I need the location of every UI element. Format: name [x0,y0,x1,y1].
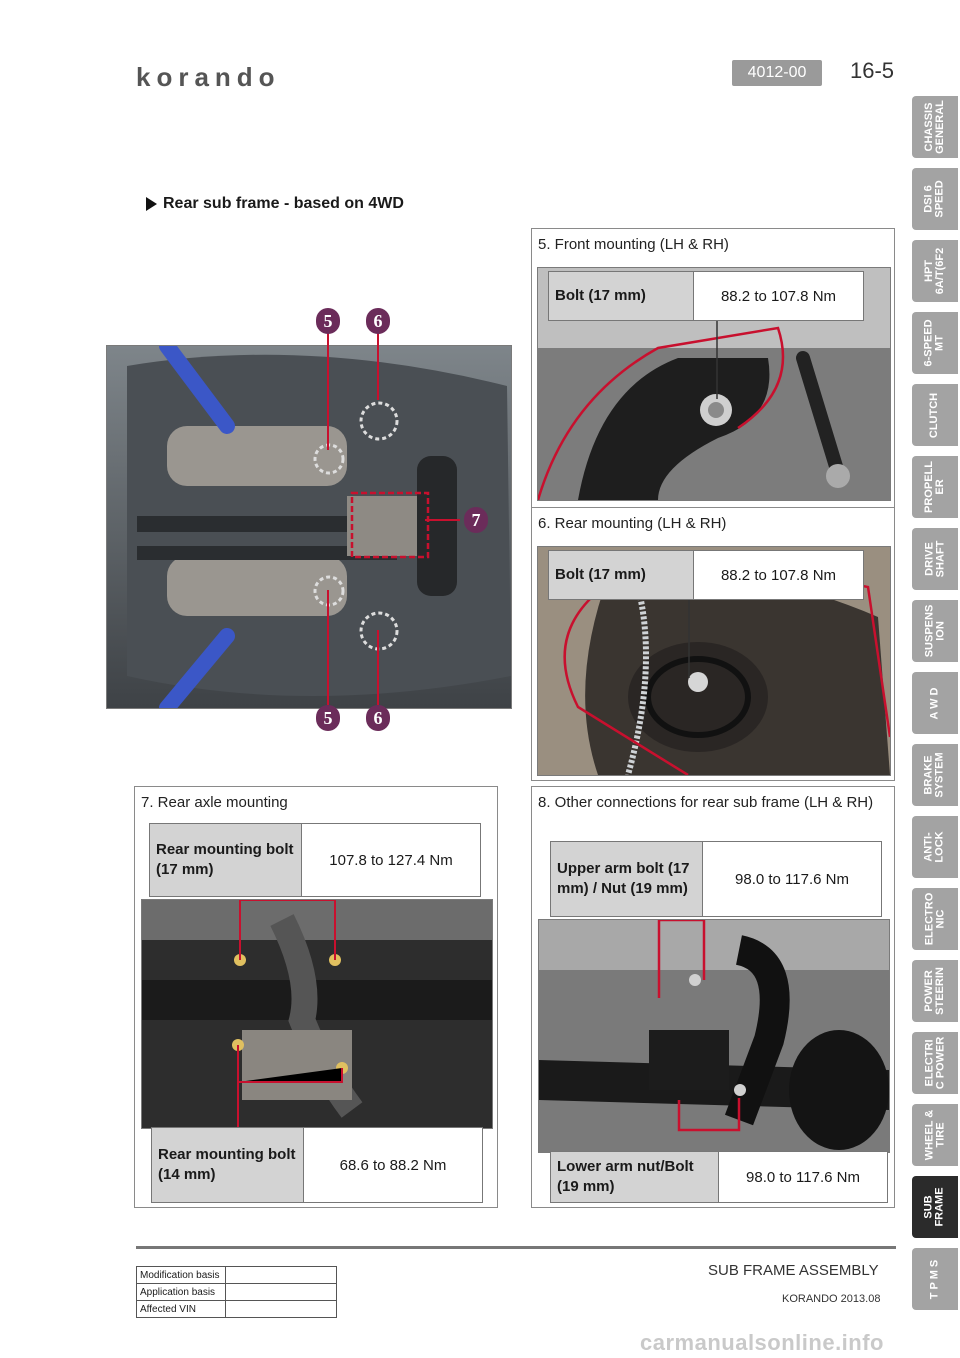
spec-label: Rear mounting bolt (14 mm) [152,1128,304,1202]
callout-5-bottom: 5 [316,705,340,731]
spec-value: 98.0 to 117.6 Nm [746,1168,860,1186]
callout-6-bottom: 6 [366,705,390,731]
sidebar-tab-label: T P M S [928,1259,941,1299]
section-title: Rear sub frame - based on 4WD [146,195,404,213]
footer-rule [136,1246,896,1249]
spec-value: 88.2 to 107.8 Nm [720,566,837,584]
sidebar-tab-label: HPT 6A/T(6F2 [923,247,946,295]
table-row: Modification basis [136,1266,337,1284]
sidebar-tab[interactable]: SUB FRAME [912,1176,958,1238]
other-connections-photo [538,919,890,1153]
footer-subtitle: KORANDO 2013.08 [782,1293,881,1305]
page-number: 16-5 [850,58,895,83]
rear-axle-photo [141,899,493,1129]
overview-callouts [327,330,460,705]
sidebar-tab[interactable]: DSI 6 SPEED [912,168,958,230]
panel-title: 5. Front mounting (LH & RH) [538,236,729,253]
callout-5-top: 5 [316,308,340,334]
sidebar-tab-label: ELECTRO NIC [923,892,946,946]
callout-7: 7 [464,507,488,533]
spec-label: Bolt (17 mm) [549,551,694,599]
sidebar-tab-label: CHASSIS GENERAL [923,100,946,154]
spec-label: Rear mounting bolt (17 mm) [150,824,302,896]
triangle-bullet-icon [146,197,157,211]
table-cell-value [225,1266,337,1284]
spec-label: Bolt (17 mm) [549,272,694,320]
sidebar-tab-label: BRAKE SYSTEM [922,752,946,798]
table-cell-label: Application basis [136,1283,226,1301]
panel-rear-mounting: 6. Rear mounting (LH & RH) Bolt (17 mm) … [531,507,895,781]
table-cell-value [225,1283,337,1301]
spec-label: Lower arm nut/Bolt (19 mm) [551,1152,719,1202]
spec-rear-mounting: Bolt (17 mm) 88.2 to 107.8 Nm [548,550,864,600]
sidebar-tab-label: CLUTCH [928,392,941,438]
underbody-overview-photo [106,345,512,709]
sidebar-tab[interactable]: WHEEL & TIRE [912,1104,958,1166]
sidebar-tab[interactable]: ELECTRO NIC [912,888,958,950]
sidebar-tab[interactable]: ELECTRI C POWER [912,1032,958,1094]
spec-label: Upper arm bolt (17 mm) / Nut (19 mm) [551,842,703,916]
sidebar-tab-label: WHEEL & TIRE [923,1109,946,1161]
sidebar-tab[interactable]: PROPELL ER [912,456,958,518]
sidebar-tab[interactable]: T P M S [912,1248,958,1310]
section-title-text: Rear sub frame - based on 4WD [163,195,404,212]
panel-front-mounting: 5. Front mounting (LH & RH) Bolt (17 mm)… [531,228,895,508]
sidebar-tab[interactable]: SUSPENS ION [912,600,958,662]
spec-value: 68.6 to 88.2 Nm [339,1156,447,1174]
sidebar-tab-label: ELECTRI C POWER [923,1036,946,1090]
sidebar-tab[interactable]: CLUTCH [912,384,958,446]
spec-front-mounting: Bolt (17 mm) 88.2 to 107.8 Nm [548,271,864,321]
spec-upper-arm: Upper arm bolt (17 mm) / Nut (19 mm) 98.… [550,841,882,917]
spec-value: 107.8 to 127.4 Nm [329,851,453,869]
spec-value: 98.0 to 117.6 Nm [735,870,849,888]
brand-logo: korando [136,62,316,92]
spec-rear-mounting-14mm: Rear mounting bolt (14 mm) 68.6 to 88.2 … [151,1127,483,1203]
sidebar-tab[interactable]: CHASSIS GENERAL [912,96,958,158]
sidebar-tab[interactable]: POWER STEERIN [912,960,958,1022]
watermark: carmanualsonline.info [640,1330,884,1355]
sidebar-tab-label: ANTI- LOCK [922,831,946,863]
sidebar-tab[interactable]: HPT 6A/T(6F2 [912,240,958,302]
sidebar-tab[interactable]: ANTI- LOCK [912,816,958,878]
sidebar-tab-label: DRIVE SHAFT [922,540,946,578]
spec-value: 88.2 to 107.8 Nm [720,287,837,305]
sidebar-tab-label: SUSPENS ION [923,604,947,658]
sidebar-tab[interactable]: 6-SPEED MT [912,312,958,374]
sidebar-tab-label: A W D [928,687,941,719]
section-code-badge: 4012-00 [732,60,822,86]
sidebar-tab-label: DSI 6 SPEED [922,180,946,218]
table-cell-label: Modification basis [136,1266,226,1284]
panel-title: 6. Rear mounting (LH & RH) [538,515,727,532]
modification-table: Modification basis Application basis Aff… [136,1266,337,1318]
table-row: Application basis [136,1283,337,1301]
sidebar-tab[interactable]: BRAKE SYSTEM [912,744,958,806]
panel-rear-axle-mounting: 7. Rear axle mounting Rear mounting bolt… [134,786,498,1208]
sidebar-tab-label: PROPELL ER [923,461,947,513]
sidebar-tab-label: POWER STEERIN [923,967,946,1015]
svg-text:korando: korando [136,62,281,92]
spec-rear-mounting-17mm: Rear mounting bolt (17 mm) 107.8 to 127.… [149,823,481,897]
footer-title: SUB FRAME ASSEMBLY [708,1262,879,1279]
table-cell-label: Affected VIN [136,1300,226,1318]
spec-lower-arm: Lower arm nut/Bolt (19 mm) 98.0 to 117.6… [550,1151,888,1203]
panel-title: 7. Rear axle mounting [141,794,288,811]
sidebar-tab[interactable]: DRIVE SHAFT [912,528,958,590]
sidebar-tab[interactable]: A W D [912,672,958,734]
callout-6-top: 6 [366,308,390,334]
table-cell-value [225,1300,337,1318]
table-row: Affected VIN [136,1300,337,1318]
panel-title: 8. Other connections for rear sub frame … [538,794,874,811]
sidebar-tab-label: 6-SPEED MT [923,319,947,367]
sidebar-tab-label: SUB FRAME [922,1187,946,1227]
panel-other-connections: 8. Other connections for rear sub frame … [531,786,895,1208]
